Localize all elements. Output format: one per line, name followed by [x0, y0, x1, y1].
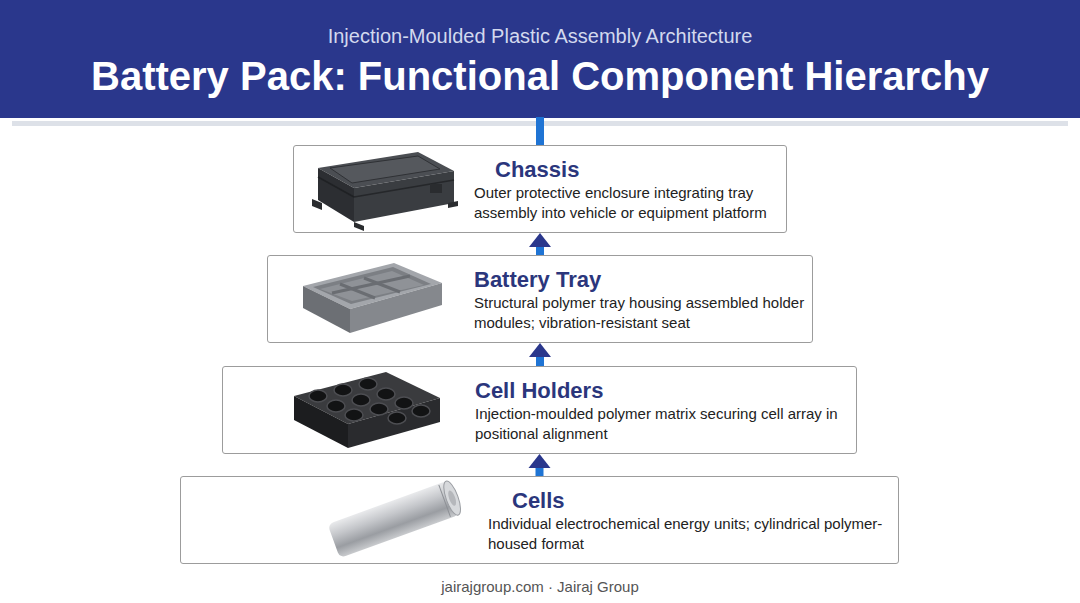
- footer-credit: jairajgroup.com · Jairaj Group: [240, 577, 840, 597]
- component-box: CellsIndividual electrochemical energy u…: [180, 476, 899, 564]
- component-description: Individual electrochemical energy units;…: [488, 514, 892, 554]
- component-box: Cell HoldersInjection-moulded polymer ma…: [222, 366, 857, 454]
- component-heading: Chassis: [495, 156, 780, 183]
- component-heading: Cells: [512, 487, 892, 514]
- diagram-title: Battery Pack: Functional Component Hiera…: [10, 52, 1070, 100]
- cell-illustration: [328, 479, 464, 558]
- cell-holder-illustration: [294, 372, 440, 448]
- component-heading: Battery Tray: [474, 266, 806, 293]
- component-box: Battery TrayStructural polymer tray hous…: [267, 255, 813, 343]
- tray-illustration: [303, 263, 442, 333]
- component-description: Injection-moulded polymer matrix securin…: [475, 404, 850, 444]
- component-box: ChassisOuter protective enclosure integr…: [293, 145, 787, 233]
- chassis-illustration: [312, 152, 458, 231]
- component-description: Outer protective enclosure integrating t…: [474, 183, 780, 223]
- arrow-head: [529, 233, 551, 247]
- subtitle: Injection-Moulded Plastic Assembly Archi…: [140, 24, 940, 49]
- connector-bar: [536, 117, 544, 145]
- arrow-head: [529, 454, 551, 468]
- component-description: Structural polymer tray housing assemble…: [474, 293, 806, 333]
- arrow-head: [529, 343, 551, 357]
- component-heading: Cell Holders: [475, 377, 850, 404]
